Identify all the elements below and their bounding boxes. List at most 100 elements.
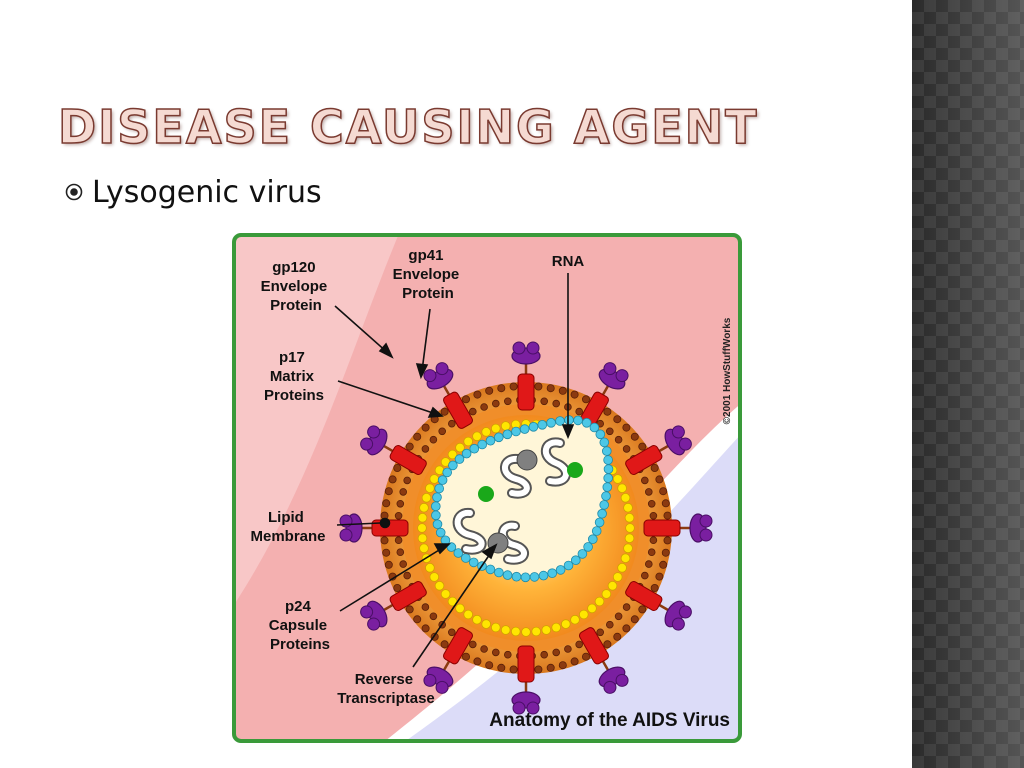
membrane-dot <box>429 612 438 621</box>
membrane-dot <box>485 661 494 670</box>
green-particle-1 <box>567 462 583 478</box>
capsid-dot <box>595 429 606 440</box>
membrane-dot <box>469 407 477 416</box>
matrix-dot <box>601 589 612 599</box>
capsid-dot <box>461 448 472 459</box>
virus-particle <box>339 341 713 715</box>
matrix-dot <box>623 543 633 554</box>
spike-lobe <box>603 680 617 694</box>
matrix-dot <box>620 553 631 564</box>
spike-lobe <box>435 680 449 694</box>
gp120-spike <box>666 513 713 543</box>
membrane-dot <box>650 463 659 472</box>
capsid-dot <box>601 446 612 456</box>
membrane-dot <box>603 407 612 416</box>
matrix-dot <box>578 609 589 620</box>
membrane-dot <box>485 386 494 395</box>
capsid-dot <box>511 571 522 582</box>
capsid-dot <box>601 491 611 501</box>
gp120-spike <box>511 341 541 388</box>
spike-lobe <box>526 341 540 355</box>
capsid-dot <box>563 560 574 571</box>
membrane-dot <box>661 499 670 508</box>
capsid-dot <box>603 464 614 474</box>
matrix-dot <box>490 622 501 633</box>
capsid-dot <box>485 564 496 575</box>
capsid-dot <box>537 420 548 430</box>
membrane-dot <box>480 645 488 653</box>
membrane-dot <box>421 423 430 432</box>
membrane-dot <box>413 432 422 441</box>
membrane-dot <box>382 499 391 508</box>
matrix-dot <box>419 543 429 554</box>
membrane-dot <box>647 548 656 557</box>
spike-lobe <box>678 437 692 451</box>
figure-border <box>232 233 742 743</box>
capsid-dot <box>547 568 558 579</box>
matrix-dot <box>521 627 531 637</box>
virus-diagram: gp120 Envelope Protein gp41 Envelope Pro… <box>232 233 742 743</box>
gp41-stem <box>625 445 663 475</box>
membrane-dot <box>564 645 572 653</box>
stem-bar <box>443 391 473 429</box>
membrane-dot <box>438 427 447 436</box>
membrane-dot <box>509 382 518 391</box>
membrane-dot <box>399 488 408 496</box>
membrane-dot <box>614 612 623 621</box>
gp41-stem <box>579 627 609 665</box>
arrowhead-rna <box>561 424 575 440</box>
spike-lobe <box>360 605 374 619</box>
decorative-side-strip <box>912 0 1024 768</box>
gp41-stem <box>517 373 535 411</box>
spike-lobe <box>512 341 526 355</box>
spike-lobe <box>699 514 713 528</box>
membrane-dot <box>421 445 430 453</box>
spike-lobe <box>423 673 437 687</box>
matrix-dot <box>560 619 571 629</box>
spike-lobe <box>423 369 437 383</box>
capsid-dot <box>564 415 574 425</box>
membrane-dot <box>613 415 622 424</box>
arrowhead-p24 <box>433 543 451 555</box>
membrane-dot <box>448 628 456 637</box>
membrane-dot <box>655 475 664 484</box>
membrane-dot <box>622 603 631 611</box>
membrane-dot <box>473 390 482 399</box>
capsid-dot <box>570 555 581 566</box>
capsid-dot <box>555 565 566 575</box>
matrix-dot <box>607 580 618 591</box>
membrane-dot <box>413 615 422 624</box>
membrane-dot <box>640 476 649 485</box>
spike-lobe <box>671 617 685 631</box>
spike-lobe <box>512 701 526 715</box>
membrane-dot <box>581 395 590 404</box>
membrane-dot <box>649 536 658 545</box>
membrane-dot <box>497 384 506 393</box>
capsid-dot <box>603 455 613 465</box>
membrane-dot <box>491 648 500 657</box>
matrix-dot <box>417 512 428 523</box>
capsid-dot <box>431 501 441 512</box>
spike-lobe <box>699 528 713 542</box>
spike-lobe <box>615 369 629 383</box>
capsid-dot <box>520 572 531 583</box>
capsid-dot <box>511 426 521 437</box>
membrane-dot <box>575 407 584 416</box>
gp120-spike <box>360 425 406 460</box>
capsid-dot <box>589 422 600 433</box>
matrix-dot <box>419 502 429 513</box>
matrix-dot <box>481 619 492 629</box>
capsid-dot <box>453 548 464 558</box>
membrane-dot <box>630 615 639 624</box>
matrix-dot <box>551 622 562 633</box>
gp120-spike <box>646 425 692 460</box>
membrane-dot <box>638 605 647 614</box>
matrix-dot <box>500 625 511 635</box>
matrix-dot <box>472 431 482 442</box>
membrane-dot <box>552 648 561 657</box>
membrane-dot <box>473 657 482 666</box>
membrane-dot <box>605 427 614 436</box>
membrane-dot <box>503 397 512 406</box>
gp120-spike <box>423 362 458 408</box>
membrane-dot <box>552 399 561 408</box>
